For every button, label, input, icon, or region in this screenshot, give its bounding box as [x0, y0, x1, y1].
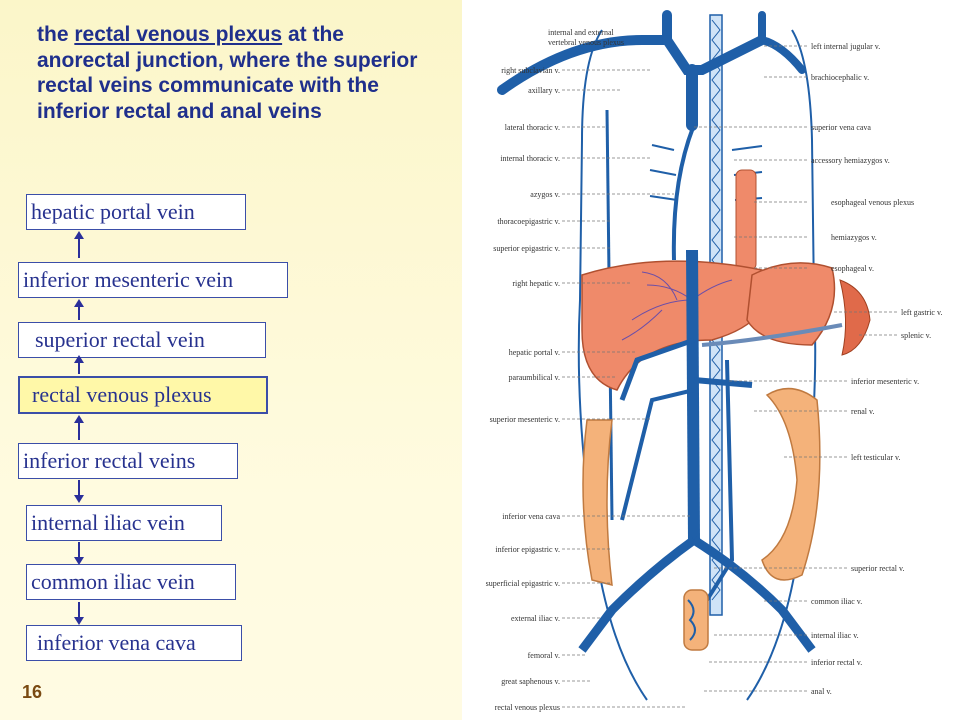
- label-left: right subclavian v.: [501, 66, 560, 75]
- flow-box-inferior-mesenteric-vein: inferior mesenteric vein: [18, 262, 288, 298]
- flow-box-inferior-vena-cava: inferior vena cava: [26, 625, 242, 661]
- label-left: external iliac v.: [511, 614, 560, 623]
- caption-underlined-term: rectal venous plexus: [74, 23, 283, 46]
- label-right: inferior mesenteric v.: [851, 377, 919, 386]
- up-arrow-icon: [74, 415, 84, 440]
- label-right: esophageal v.: [831, 264, 874, 273]
- label-right: common iliac v.: [811, 597, 862, 606]
- label-right: left gastric v.: [901, 308, 942, 317]
- label-right: left testicular v.: [851, 453, 900, 462]
- down-arrow-icon: [74, 602, 84, 625]
- label-left: superior epigastric v.: [493, 244, 560, 253]
- rectum: [683, 589, 709, 651]
- label-right: anal v.: [811, 687, 832, 696]
- label-right: superior vena cava: [811, 123, 871, 132]
- esophagus: [735, 169, 757, 271]
- right-subclavian-vein: [497, 10, 672, 95]
- splenic-vein: [701, 323, 843, 347]
- inferior-vena-cava: [686, 249, 700, 541]
- label-left: internal thoracic v.: [500, 154, 560, 163]
- up-arrow-icon: [74, 231, 84, 258]
- slide-number: 16: [22, 682, 43, 702]
- venous-system-diagram: internal and external vertebral venous p…: [486, 10, 942, 712]
- label-left: hepatic portal v.: [509, 348, 560, 357]
- label-left: inferior epigastric v.: [495, 545, 560, 554]
- label-left: axillary v.: [528, 86, 560, 95]
- descending-colon: [761, 387, 821, 581]
- label-right: hemiazygos v.: [831, 233, 877, 242]
- label-left: azygos v.: [530, 190, 560, 199]
- ascending-colon: [582, 419, 613, 586]
- inferior-mesenteric-vein: [705, 359, 735, 602]
- label-left: paraumbilical v.: [509, 373, 560, 382]
- label-left: thoracoepigastric v.: [497, 217, 560, 226]
- label-left: femoral v.: [528, 651, 560, 660]
- label-left: great saphenous v.: [501, 677, 560, 686]
- left-jugular-vein: [758, 11, 806, 74]
- label-right: accessory hemiazygos v.: [811, 156, 890, 165]
- flow-box-common-iliac-vein: common iliac vein: [26, 564, 236, 600]
- hepatic-portal-vein: [619, 337, 695, 401]
- up-arrow-icon: [74, 355, 84, 374]
- label-left: right hepatic v.: [512, 279, 560, 288]
- azygos-vein: [671, 124, 696, 261]
- rectal-venous-plexus-vessels: [687, 599, 696, 641]
- label-left: rectal venous plexus: [495, 703, 560, 712]
- body-outline-right: [746, 29, 817, 701]
- flow-box-internal-iliac-vein: internal iliac vein: [26, 505, 222, 541]
- flow-box-superior-rectal-vein: superior rectal vein: [18, 322, 266, 358]
- flow-box-rectal-venous-plexus: rectal venous plexus: [18, 376, 268, 414]
- label-right: splenic v.: [901, 331, 931, 340]
- label-right: left internal jugular v.: [811, 42, 880, 51]
- label-right: internal iliac v.: [811, 631, 859, 640]
- label-left: lateral thoracic v.: [505, 123, 560, 132]
- flow-box-hepatic-portal-vein: hepatic portal vein: [26, 194, 246, 230]
- superior-mesenteric-vein: [620, 388, 695, 521]
- label-right: superior rectal v.: [851, 564, 904, 573]
- label-left: inferior vena cava: [502, 512, 560, 521]
- label-right: brachiocephalic v.: [811, 73, 869, 82]
- label-right: renal v.: [851, 407, 874, 416]
- renal-vein: [693, 377, 753, 388]
- label-left: superficial epigastric v.: [486, 579, 560, 588]
- label-right: esophageal venous plexus: [831, 198, 914, 207]
- flow-box-inferior-rectal-veins: inferior rectal veins: [18, 443, 238, 479]
- up-arrow-icon: [74, 299, 84, 320]
- right-iliac-vein: [578, 536, 697, 653]
- caption-text: the rectal venous plexus at the anorecta…: [37, 23, 418, 123]
- label-left: superior mesenteric v.: [490, 415, 560, 424]
- down-arrow-icon: [74, 542, 84, 565]
- label-vertebral-plexus-line1: internal and external: [548, 28, 615, 37]
- down-arrow-icon: [74, 480, 84, 503]
- spleen: [839, 279, 871, 356]
- liver: [581, 260, 768, 391]
- label-vertebral-plexus-line2: vertebral venous plexus: [548, 38, 624, 47]
- label-leader-lines: [562, 45, 897, 708]
- label-right: inferior rectal v.: [811, 658, 862, 667]
- left-iliac-vein: [691, 536, 816, 653]
- body-outline-left: [577, 29, 648, 701]
